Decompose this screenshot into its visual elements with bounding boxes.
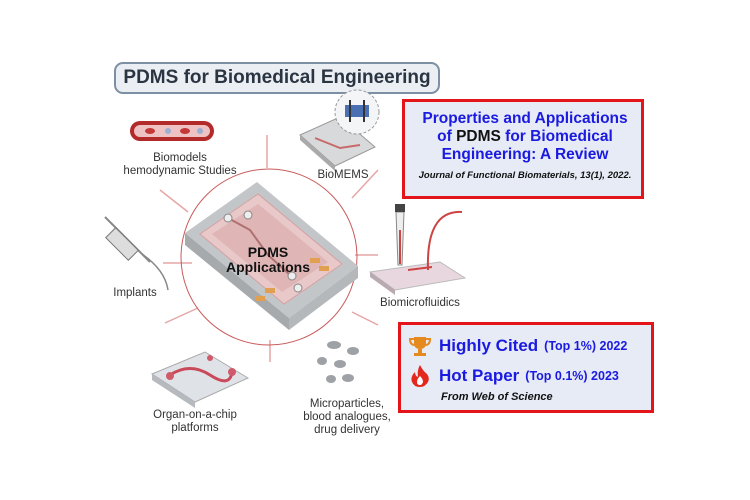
label-biomodels-line2: hemodynamic Studies (123, 165, 237, 177)
label-organ-on-chip: Organ-on-a-chip platforms (125, 409, 265, 435)
paper-title-rest: for Biomedical (500, 128, 613, 145)
label-micro-line3: drug delivery (314, 424, 380, 436)
awards-box: Highly Cited (Top 1%) 2022 Hot Paper (To… (398, 322, 654, 413)
label-biomicrofluidics: Biomicrofluidics (380, 297, 460, 309)
award-hot-paper-main: Hot Paper (439, 366, 520, 385)
pdms-chip-illustration (185, 182, 358, 330)
label-microparticles: Microparticles, blood analogues, drug de… (292, 398, 402, 437)
center-label-line2: Applications (225, 259, 310, 275)
paper-title-line1: Properties and Applications (422, 110, 628, 127)
biomems-illustration (299, 89, 380, 171)
paper-title-pdms: PDMS (456, 128, 501, 145)
award-highly-cited-main: Highly Cited (439, 336, 539, 355)
syringe-illustration (104, 216, 169, 291)
diagram-title: PDMS for Biomedical Engineering (114, 62, 440, 94)
organ-on-chip-illustration (150, 351, 250, 408)
award-highly-cited-sub: (Top 1%) 2022 (544, 339, 628, 353)
label-organ-line1: Organ-on-a-chip (153, 409, 237, 421)
blood-vessel-illustration (130, 121, 214, 141)
center-label-line1: PDMS (247, 244, 289, 260)
label-micro-line1: Microparticles, (309, 398, 385, 410)
paper-title: Properties and Applications of PDMS for … (415, 110, 635, 164)
label-biomems: BioMEMS (317, 169, 369, 181)
award-hot-paper: Hot Paper (Top 0.1%) 2023 (409, 361, 643, 391)
label-biomodels-line1: Biomodels (153, 152, 207, 164)
label-biomodels: Biomodels hemodynamic Studies (100, 152, 260, 178)
paper-citation-box: Properties and Applications of PDMS for … (402, 99, 644, 199)
biomicrofluidics-illustration (368, 204, 467, 295)
spoke-upper-right (351, 169, 379, 199)
center-label: PDMS Applications (218, 245, 318, 275)
paper-journal: Journal of Functional Biomaterials, 13(1… (418, 170, 632, 181)
award-hot-paper-sub: (Top 0.1%) 2023 (525, 369, 619, 383)
spoke-upper-left (159, 189, 189, 213)
diagram-title-text: PDMS for Biomedical Engineering (123, 67, 431, 88)
center-circle (180, 168, 358, 346)
paper-title-line3: Engineering: A Review (441, 146, 609, 163)
flame-icon (411, 365, 429, 387)
label-micro-line2: blood analogues, (303, 411, 391, 423)
spoke-lower-right (351, 311, 379, 326)
label-implants: Implants (113, 287, 157, 299)
trophy-icon (409, 337, 431, 356)
spokes (159, 135, 379, 362)
paper-title-of: of (437, 128, 457, 145)
label-organ-line2: platforms (171, 422, 219, 434)
microparticles-illustration (317, 341, 359, 383)
paper-title-line2: of PDMS for Biomedical (415, 128, 635, 146)
spoke-lower-left (164, 307, 199, 324)
award-source: From Web of Science (441, 391, 553, 403)
award-highly-cited: Highly Cited (Top 1%) 2022 (409, 331, 643, 361)
